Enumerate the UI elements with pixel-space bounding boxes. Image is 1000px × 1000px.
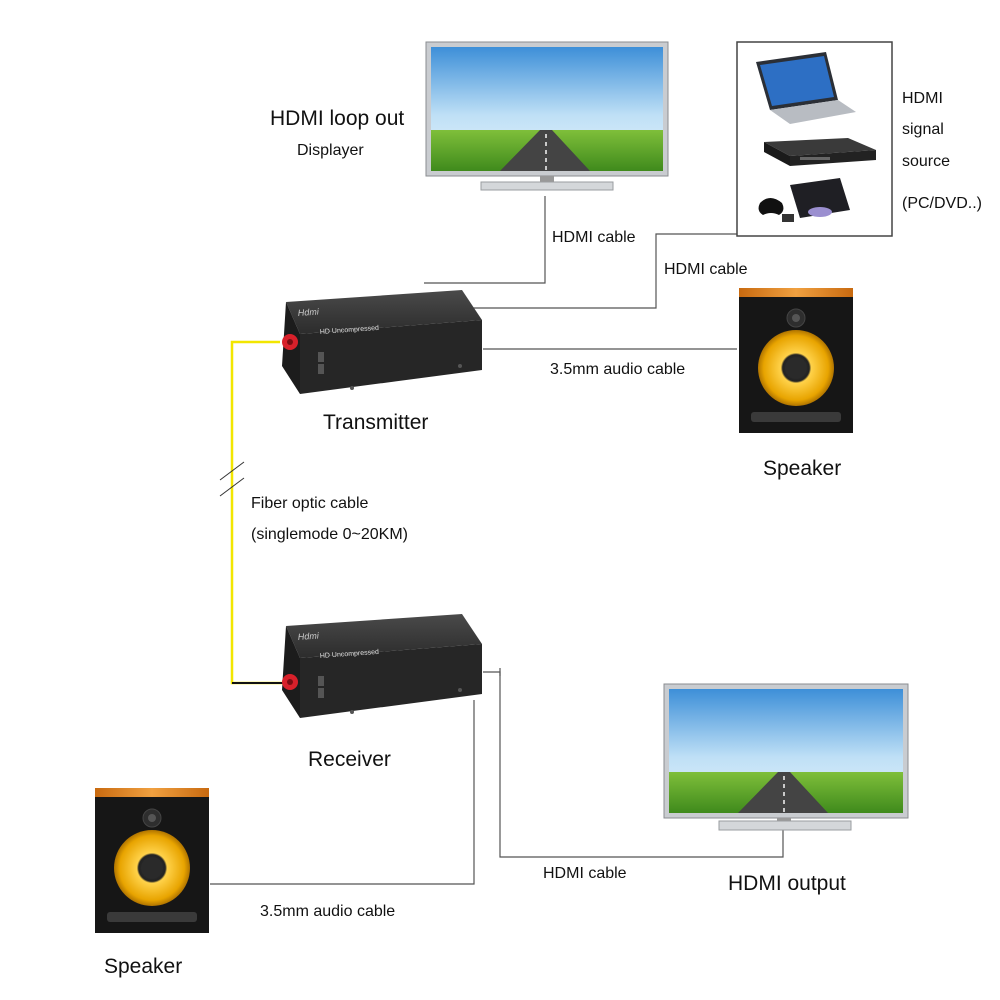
cables — [210, 196, 784, 885]
speaker-top-label: Speaker — [763, 457, 842, 480]
receiver-device: Hdmi HD Uncompressed — [282, 614, 482, 718]
source-label-line3: source — [902, 153, 951, 170]
hdmi-cable-source-label: HDMI cable — [664, 261, 748, 278]
dvd-player-icon — [764, 138, 876, 166]
fiber-optic-cable — [219, 340, 285, 685]
audio-cable-top-label: 3.5mm audio cable — [550, 361, 686, 378]
source-label-line2: signal — [902, 121, 944, 138]
loop-out-title: HDMI loop out — [270, 107, 405, 130]
audio-cable-bottom-label: 3.5mm audio cable — [260, 903, 396, 920]
speaker-top — [739, 288, 853, 433]
speaker-bottom — [95, 788, 209, 933]
transmitter-brand-text: Hdmi — [297, 306, 320, 318]
hdmi-output-monitor — [663, 683, 909, 831]
source-label-line1: HDMI — [902, 90, 943, 107]
receiver-label: Receiver — [308, 748, 391, 771]
source-label-line4: (PC/DVD..) — [902, 195, 982, 212]
loop-out-monitor — [425, 41, 669, 191]
speaker-bottom-label: Speaker — [104, 955, 183, 978]
signal-source-devices — [736, 41, 893, 237]
audio-cable-bottom-line — [210, 700, 475, 885]
transmitter-line-text: HD Uncompressed — [320, 325, 380, 336]
loop-out-subtitle: Displayer — [297, 142, 364, 159]
hdmi-cable-output-label: HDMI cable — [543, 865, 627, 882]
fiber-cable-label: Fiber optic cable — [251, 495, 369, 512]
hdmi-cable-monitor-label: HDMI cable — [552, 229, 636, 246]
hdmi-cable-source-line — [462, 233, 737, 309]
hdmi-output-label: HDMI output — [728, 872, 846, 895]
transmitter-device: Hdmi HD Uncompressed — [282, 290, 482, 394]
hdmi-cable-output-line — [483, 671, 784, 858]
receiver-line-text: HD Uncompressed — [320, 649, 380, 660]
game-console-icon — [758, 178, 850, 222]
transmitter-label: Transmitter — [323, 411, 429, 434]
receiver-brand-text: Hdmi — [297, 630, 320, 642]
hdmi-cable-monitor-line — [424, 196, 546, 284]
fiber-cable-range-label: (singlemode 0~20KM) — [251, 526, 408, 543]
laptop-icon — [756, 52, 856, 124]
